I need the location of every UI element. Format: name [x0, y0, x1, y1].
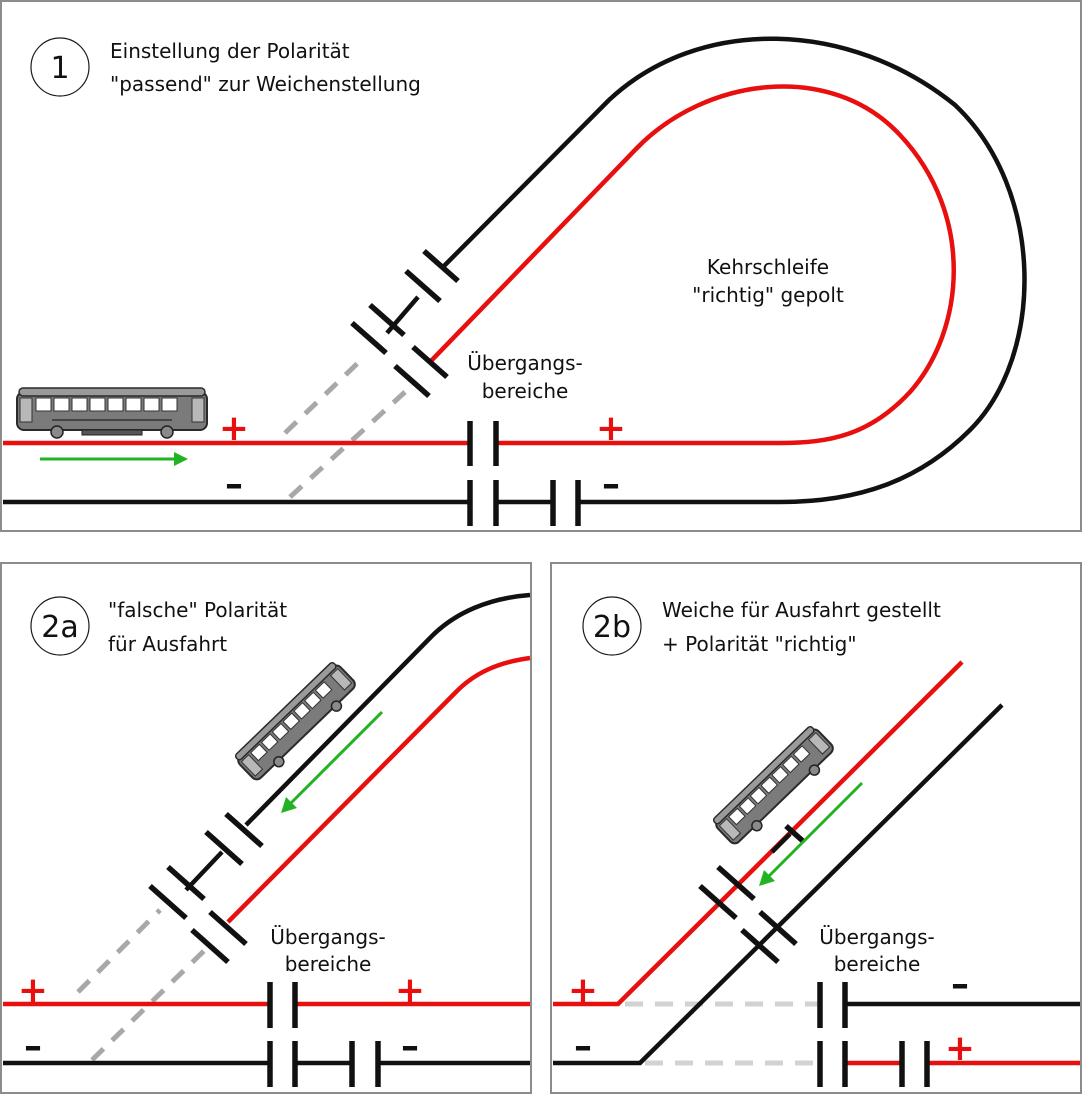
panel-2a-gap	[204, 829, 244, 867]
panel-2a-caption-line2: für Ausfahrt	[108, 632, 227, 656]
panel-1-gap	[350, 320, 388, 356]
panel-1-gap	[411, 344, 449, 380]
panel-1-transition-label-line1: Übergangs-	[467, 351, 582, 375]
panel-2a-number: 2a	[41, 610, 78, 645]
panel-2a-caption-line1: "falsche" Polarität	[108, 598, 287, 622]
panel-2b-plus-sign-right: +	[945, 1028, 975, 1069]
panel-2b-diverging-segment	[770, 832, 792, 854]
panel-1-loop-label-line2: "richtig" gepolt	[692, 283, 844, 307]
panel-2b-gap	[698, 883, 738, 921]
panel-2b-number: 2b	[593, 610, 631, 645]
panel-2a-gap	[190, 927, 230, 965]
panel-2a-plus-sign-left: +	[18, 970, 48, 1011]
panel-1-plus-sign-right: +	[596, 408, 626, 449]
panel-2a-transition-label-line1: Übergangs-	[270, 925, 385, 949]
panel-2a-isolation-dash-upper	[76, 908, 162, 994]
panel-1-loop-positive-rail	[428, 84, 956, 446]
panel-2b-minus-sign-right: –	[951, 964, 969, 1005]
panel-1-plus-sign-left: +	[219, 408, 249, 449]
panel-2b-caption-line2: + Polarität "richtig"	[662, 632, 857, 656]
panel-2a-transition-label-line2: bereiche	[285, 952, 372, 976]
direction-arrow-icon	[281, 710, 384, 813]
panel-1-loop-negative-rail	[440, 36, 1027, 505]
panel-1-caption-line1: Einstellung der Polarität	[110, 39, 350, 63]
panel-2a-gap	[166, 864, 206, 902]
panel-2b-plus-sign-left: +	[568, 970, 598, 1011]
tram-icon	[16, 387, 208, 439]
panel-2b-minus-sign-left: –	[574, 1026, 592, 1067]
direction-arrow-icon	[759, 781, 864, 886]
direction-arrow-icon	[40, 452, 188, 466]
panel-2b-gap	[784, 823, 806, 845]
panel-1-gap	[393, 363, 431, 399]
panel-2b-gap	[740, 927, 780, 965]
panel-2a-plus-sign-right: +	[395, 970, 425, 1011]
panel-1-minus-sign-right: –	[602, 464, 620, 505]
panel-2b-number-circle	[582, 596, 642, 656]
panel-1-gap	[422, 248, 460, 284]
panel-2b-gap	[758, 909, 798, 947]
panel-1: 1 Einstellung der Polarität "passend" zu…	[0, 0, 1082, 532]
panel-2a-diverging-positive-rail	[226, 655, 531, 924]
panel-2b: 2b Weiche für Ausfahrt gestellt + Polari…	[550, 562, 1082, 1094]
panel-1-isolation-dash-upper	[283, 358, 363, 435]
panel-2b-transition-label-line2: bereiche	[834, 952, 921, 976]
panel-2a: 2a "falsche" Polarität für Ausfahrt Über…	[0, 562, 532, 1094]
panel-2b-caption-line1: Weiche für Ausfahrt gestellt	[662, 598, 941, 622]
panel-1-number-circle	[30, 37, 90, 97]
panel-2a-minus-sign-left: –	[24, 1026, 42, 1067]
panel-1-gap	[404, 268, 442, 304]
panel-1-caption-line2: "passend" zur Weichenstellung	[110, 72, 421, 96]
panel-1-gap	[368, 302, 406, 338]
panel-2a-diverging-negative-rail	[244, 592, 531, 827]
panel-2a-gap	[224, 811, 264, 849]
panel-2a-gap	[148, 883, 188, 921]
panel-2a-number-circle	[30, 596, 90, 656]
panel-2a-diverging-segment	[184, 850, 224, 892]
panel-1-minus-sign-left: –	[225, 464, 243, 505]
panel-1-transition-label-line2: bereiche	[482, 379, 569, 403]
panel-1-loop-label-line1: Kehrschleife	[707, 255, 829, 279]
panel-1-number: 1	[50, 51, 69, 86]
panel-2a-minus-sign-right: –	[401, 1026, 419, 1067]
panel-2b-gap	[716, 864, 756, 902]
panel-2b-transition-label-line1: Übergangs-	[819, 925, 934, 949]
panel-2b-negative-rail	[553, 703, 1004, 1066]
panel-2b-positive-rail	[553, 660, 964, 1007]
panel-2a-gap	[208, 909, 248, 947]
